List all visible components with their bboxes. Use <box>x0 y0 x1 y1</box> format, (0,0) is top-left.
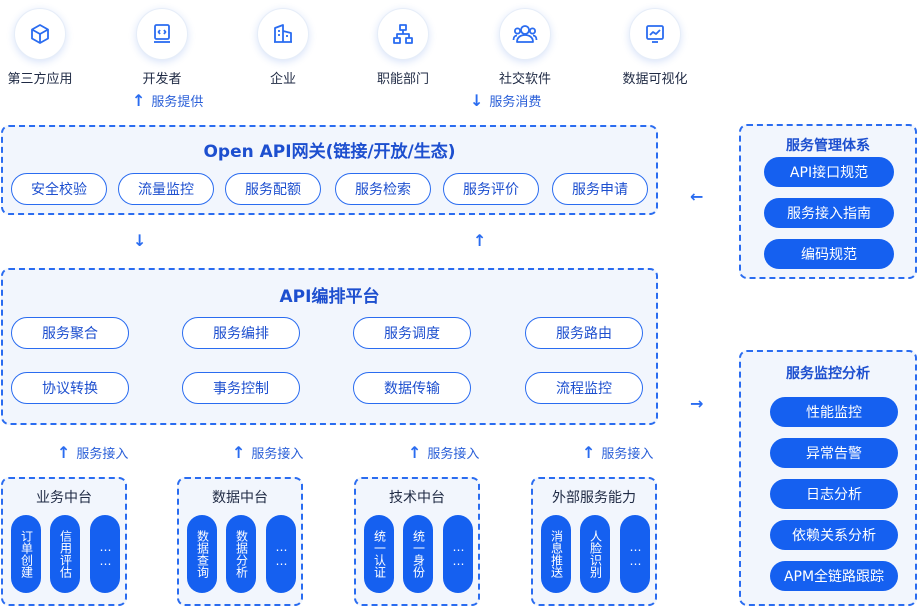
orchestration-item: 服务路由 <box>525 317 643 349</box>
gateway-item: 服务评价 <box>443 173 539 205</box>
org-chart-icon <box>377 8 429 60</box>
source-item: 统一认证 <box>364 515 394 593</box>
management-title: 服务管理体系 <box>786 138 870 154</box>
source-item: …… <box>443 515 473 593</box>
source-panel-data: 数据中台 数据查询 数据分析 …… <box>177 477 303 606</box>
consumer-data-visualization: 数据可视化 <box>605 8 705 87</box>
monitoring-panel: 服务监控分析 性能监控 异常告警 日志分析 依赖关系分析 APM全链路跟踪 <box>739 350 917 606</box>
people-icon <box>499 8 551 60</box>
arrow-down-icon: ↓ <box>470 90 484 110</box>
source-title: 数据中台 <box>212 490 268 506</box>
arrow-up-icon: ↑ <box>408 442 422 462</box>
source-item: …… <box>266 515 296 593</box>
arrow-up-icon: ↑ <box>232 442 246 462</box>
gateway-item: 服务检索 <box>335 173 431 205</box>
orchestration-item: 服务调度 <box>353 317 471 349</box>
source-item: 统一身份 <box>403 515 433 593</box>
source-item: 订单创建 <box>11 515 41 593</box>
monitoring-item: 依赖关系分析 <box>770 520 898 550</box>
source-item: 人脸识别 <box>580 515 610 593</box>
consumer-label: 社交软件 <box>498 72 551 87</box>
flow-service-access: ↑ 服务接入 <box>408 442 480 462</box>
flow-service-access: ↑ 服务接入 <box>57 442 129 462</box>
arrow-right-icon: → <box>690 394 704 413</box>
consumer-label: 职能部门 <box>376 72 429 87</box>
arrow-up-icon: ↑ <box>57 442 71 462</box>
consumer-social-software: 社交软件 <box>475 8 575 87</box>
orchestration-item: 服务聚合 <box>11 317 129 349</box>
source-panel-external: 外部服务能力 消息推送 人脸识别 …… <box>531 477 657 606</box>
source-item: …… <box>620 515 650 593</box>
code-monitor-icon <box>136 8 188 60</box>
gateway-item: 流量监控 <box>118 173 214 205</box>
arrow-left-icon: ← <box>690 187 704 206</box>
consumer-third-party-app: 第三方应用 <box>0 8 90 87</box>
consumer-label: 第三方应用 <box>7 72 73 87</box>
gateway-panel: Open API网关(链接/开放/生态) 安全校验 流量监控 服务配额 服务检索… <box>1 125 658 215</box>
arrow-up-icon: ↑ <box>473 231 487 250</box>
consumer-label: 开发者 <box>142 72 182 87</box>
arrow-down-icon: ↓ <box>133 231 147 250</box>
consumer-label: 数据可视化 <box>622 72 688 87</box>
arrow-up-icon: ↑ <box>582 442 596 462</box>
gateway-title: Open API网关(链接/开放/生态) <box>203 142 456 162</box>
orchestration-item: 流程监控 <box>525 372 643 404</box>
building-icon <box>257 8 309 60</box>
flow-service-access: ↑ 服务接入 <box>232 442 304 462</box>
flow-service-provide: ↑ 服务提供 <box>132 90 204 110</box>
orchestration-panel: API编排平台 服务聚合 服务编排 服务调度 服务路由 协议转换 事务控制 数据… <box>1 268 658 425</box>
monitoring-item: 异常告警 <box>770 438 898 468</box>
consumer-department: 职能部门 <box>353 8 453 87</box>
gateway-item: 安全校验 <box>11 173 107 205</box>
consumer-enterprise: 企业 <box>233 8 333 87</box>
orchestration-item: 协议转换 <box>11 372 129 404</box>
orchestration-item: 事务控制 <box>182 372 300 404</box>
source-title: 技术中台 <box>389 490 445 506</box>
cube-icon <box>14 8 66 60</box>
management-item: API接口规范 <box>764 157 894 187</box>
management-panel: 服务管理体系 API接口规范 服务接入指南 编码规范 <box>739 124 917 279</box>
source-panel-tech: 技术中台 统一认证 统一身份 …… <box>354 477 480 606</box>
orchestration-item: 服务编排 <box>182 317 300 349</box>
source-item: 数据分析 <box>226 515 256 593</box>
management-item: 编码规范 <box>764 239 894 269</box>
gateway-item: 服务配额 <box>225 173 321 205</box>
consumer-developer: 开发者 <box>112 8 212 87</box>
management-item: 服务接入指南 <box>764 198 894 228</box>
flow-service-consume: ↓ 服务消费 <box>470 90 542 110</box>
source-panel-business: 业务中台 订单创建 信用评估 …… <box>1 477 127 606</box>
orchestration-item: 数据传输 <box>353 372 471 404</box>
gateway-item: 服务申请 <box>552 173 648 205</box>
source-title: 外部服务能力 <box>552 490 636 506</box>
monitoring-item: 性能监控 <box>770 397 898 427</box>
source-item: 信用评估 <box>50 515 80 593</box>
flow-service-access: ↑ 服务接入 <box>582 442 654 462</box>
source-item: 消息推送 <box>541 515 571 593</box>
source-item: 数据查询 <box>187 515 217 593</box>
chart-monitor-icon <box>629 8 681 60</box>
source-item: …… <box>90 515 120 593</box>
monitoring-item: APM全链路跟踪 <box>770 561 898 591</box>
monitoring-title: 服务监控分析 <box>786 366 870 382</box>
orchestration-title: API编排平台 <box>279 287 380 307</box>
consumer-label: 企业 <box>269 72 296 87</box>
arrow-up-icon: ↑ <box>132 90 146 110</box>
source-title: 业务中台 <box>36 490 92 506</box>
monitoring-item: 日志分析 <box>770 479 898 509</box>
